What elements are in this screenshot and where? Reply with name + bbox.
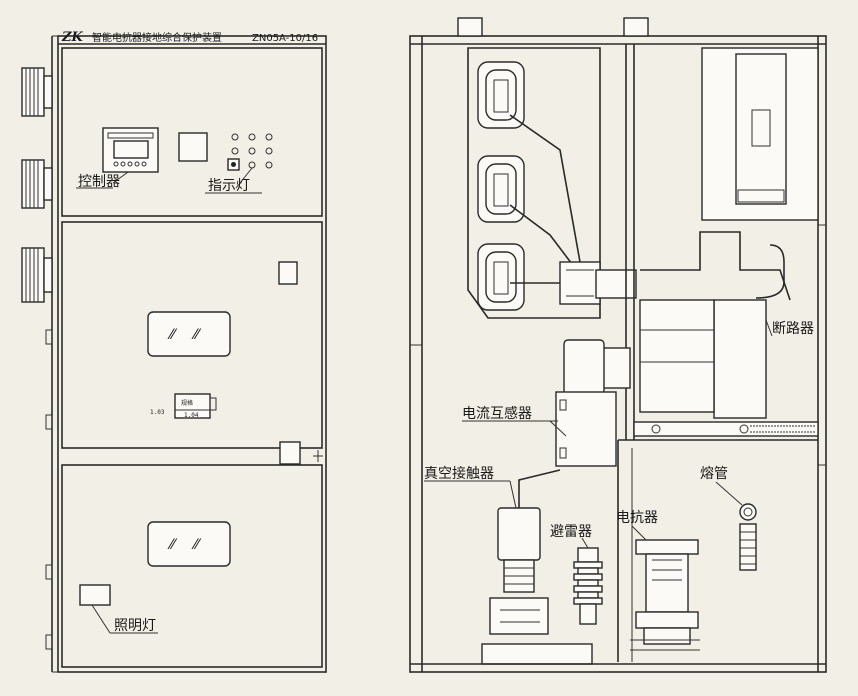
- middle-door-handle: [147, 311, 231, 357]
- middle-door-latch: [278, 261, 298, 285]
- door-interlock: [279, 441, 301, 465]
- front-cabinet-outline: [57, 35, 327, 673]
- busbar-1: [509, 114, 581, 263]
- nameplate-mid: 1.03: [150, 409, 165, 416]
- meter-window: [178, 132, 208, 162]
- vacuum-contactor: [497, 507, 541, 561]
- breaker-trolley: [633, 421, 819, 437]
- current-transformer: [555, 391, 617, 467]
- breaker-cable: [755, 244, 785, 299]
- lower-handle-symbol: ⁄⁄: [167, 537, 177, 553]
- label-current-transformer: 电流互感器: [462, 405, 532, 422]
- static-contact: [559, 261, 601, 305]
- surge-arrester: [573, 561, 603, 625]
- busbar-2: [509, 204, 576, 269]
- controller-buttons: [113, 161, 147, 167]
- nameplate-bot: 1.04: [184, 412, 199, 419]
- svg-text:⁄⁄: ⁄⁄: [191, 327, 201, 343]
- svg-text:⁄⁄: ⁄⁄: [191, 537, 201, 553]
- lifting-lug-right: [623, 17, 649, 37]
- middle-door: [61, 221, 323, 449]
- nameplate-top: 规格: [181, 399, 193, 407]
- indicator-lamps: [227, 133, 273, 171]
- cable-gland-2: [21, 159, 53, 209]
- side-cabinet-outline: [409, 35, 827, 673]
- reactor-top: [635, 539, 699, 555]
- lower-door-handle: [147, 521, 231, 567]
- relay-panel: [735, 53, 787, 205]
- cable-gland-3: [21, 247, 53, 303]
- upper-door: [61, 47, 323, 217]
- contactor-base: [489, 597, 549, 635]
- breaker-body: [713, 299, 767, 419]
- label-vacuum-contactor: 真空接触器: [424, 465, 494, 482]
- fuse-ring: [739, 503, 757, 521]
- middle-handle-symbol: ⁄⁄: [167, 327, 177, 343]
- breaker-pole: [639, 299, 715, 413]
- front-view: ZK 智能电抗器接地综合保护装置 ZN05A-10/16: [21, 30, 327, 673]
- device-title: 智能电抗器接地综合保护装置: [92, 31, 222, 44]
- side-brackets: [45, 329, 53, 650]
- label-arrester: 避雷器: [550, 524, 592, 540]
- reactor-bottom: [635, 611, 699, 629]
- brand-logo: ZK: [61, 30, 83, 45]
- cable-gland-1: [21, 67, 53, 117]
- breaker-frame: [640, 231, 791, 301]
- side-view: 断路器 电流互感器 真空接触器 熔管 避雷器 电抗器: [409, 17, 827, 673]
- lifting-lug-left: [457, 17, 483, 37]
- controller-display: [113, 140, 149, 159]
- reactor-core: [645, 553, 689, 613]
- label-indicator: 指示灯: [208, 178, 250, 194]
- contact-arm: [595, 269, 637, 299]
- cable-glands: [21, 67, 53, 303]
- label-reactor: 电抗器: [616, 510, 658, 526]
- label-controller: 控制器: [78, 174, 120, 190]
- label-fuse: 熔管: [700, 466, 728, 482]
- fuse-tube: [739, 523, 757, 571]
- lighting-lamp: [79, 584, 111, 606]
- label-lighting: 照明灯: [114, 618, 156, 634]
- label-breaker: 断路器: [772, 321, 814, 337]
- device-model: ZN05A-10/16: [252, 33, 318, 44]
- breaker-motor: [563, 339, 605, 395]
- busbar-compartment: [467, 47, 601, 319]
- base-plinth: [481, 643, 593, 665]
- lower-door: [61, 464, 323, 668]
- busbar-insulators: [477, 61, 525, 311]
